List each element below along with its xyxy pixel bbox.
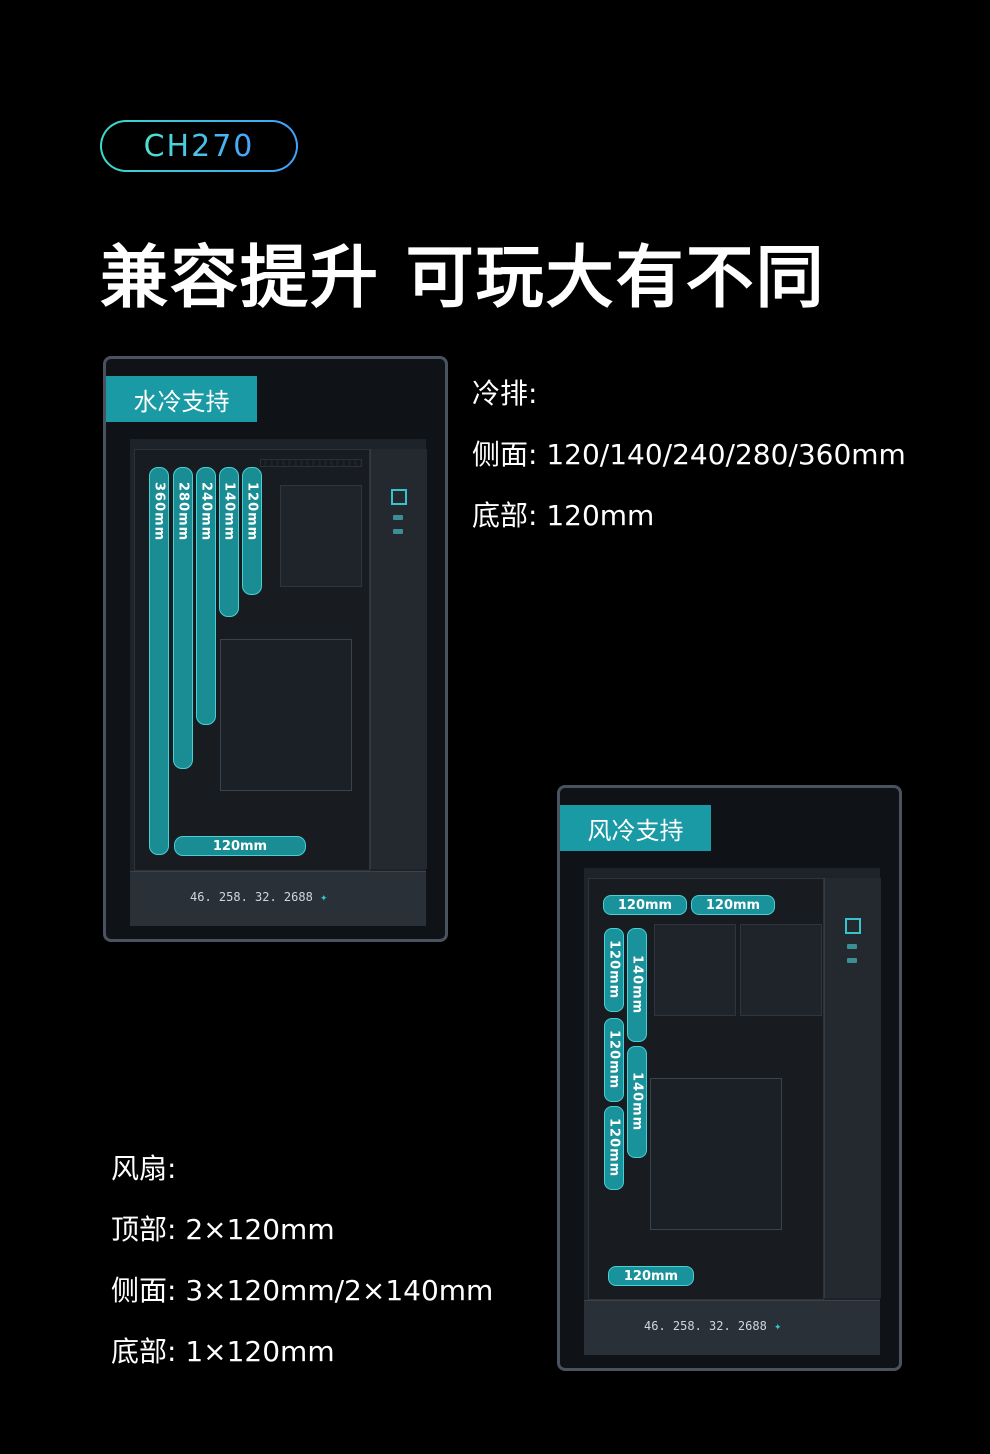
radiator-bottom-120: 120mm — [174, 836, 306, 856]
air-cooling-tag: 风冷支持 — [560, 805, 711, 851]
water-cooling-panel: 水冷支持 46. 258. 32. 2688 ✦ 360mm 280mm 240… — [103, 356, 448, 942]
front-io-panel — [824, 878, 881, 1298]
radiator-240: 240mm — [196, 467, 216, 725]
motherboard-tray — [650, 1078, 782, 1230]
front-io-panel — [370, 449, 427, 869]
motherboard-tray — [220, 639, 352, 791]
fan-spec-bottom: 底部: 1×120mm — [111, 1335, 335, 1368]
power-button-icon — [845, 918, 861, 934]
fan-mount-top — [654, 924, 736, 1016]
side-fan-120-1: 120mm — [604, 928, 624, 1012]
radiator-spec-title: 冷排: — [472, 377, 538, 410]
radiator-140: 140mm — [219, 467, 239, 617]
water-cooling-tag: 水冷支持 — [106, 376, 257, 422]
model-badge: CH270 — [100, 120, 298, 172]
side-fan-120-2: 120mm — [604, 1018, 624, 1102]
fan-spec-title: 风扇: — [111, 1152, 177, 1185]
radiator-spec-bottom: 底部: 120mm — [472, 499, 655, 532]
fan-mount-top — [280, 485, 362, 587]
case-bottom-display: 46. 258. 32. 2688 ✦ — [130, 871, 426, 926]
usb-port-icon — [847, 944, 857, 949]
fan-mount-top — [740, 924, 822, 1016]
case-bottom-display: 46. 258. 32. 2688 ✦ — [584, 1300, 880, 1355]
power-button-icon — [391, 489, 407, 505]
deepcool-logo-icon: ✦ — [320, 890, 328, 904]
side-fan-140-1: 140mm — [627, 928, 647, 1042]
side-fan-140-2: 140mm — [627, 1046, 647, 1158]
radiator-280: 280mm — [173, 467, 193, 769]
usb-port-icon — [847, 958, 857, 963]
side-fan-120-3: 120mm — [604, 1106, 624, 1190]
deepcool-logo-icon: ✦ — [774, 1319, 782, 1333]
fan-spec-top: 顶部: 2×120mm — [111, 1213, 335, 1246]
top-fan-2: 120mm — [691, 895, 775, 915]
usb-port-icon — [393, 515, 403, 520]
radiator-360: 360mm — [149, 467, 169, 855]
water-case-illustration: 46. 258. 32. 2688 ✦ — [130, 439, 427, 926]
usb-port-icon — [393, 529, 403, 534]
radiator-120: 120mm — [242, 467, 262, 595]
air-cooling-panel: 风冷支持 46. 258. 32. 2688 ✦ 120mm 120mm 120… — [557, 785, 902, 1371]
fan-spec-side: 侧面: 3×120mm/2×140mm — [111, 1274, 494, 1307]
top-fan-1: 120mm — [603, 895, 687, 915]
display-readout: 46. 258. 32. 2688 ✦ — [644, 1319, 782, 1333]
top-grille — [260, 459, 362, 467]
page-headline: 兼容提升 可玩大有不同 — [100, 239, 826, 318]
display-readout: 46. 258. 32. 2688 ✦ — [190, 890, 328, 904]
bottom-fan: 120mm — [608, 1266, 694, 1286]
radiator-spec-side: 侧面: 120/140/240/280/360mm — [472, 438, 906, 471]
model-badge-label: CH270 — [143, 128, 255, 164]
